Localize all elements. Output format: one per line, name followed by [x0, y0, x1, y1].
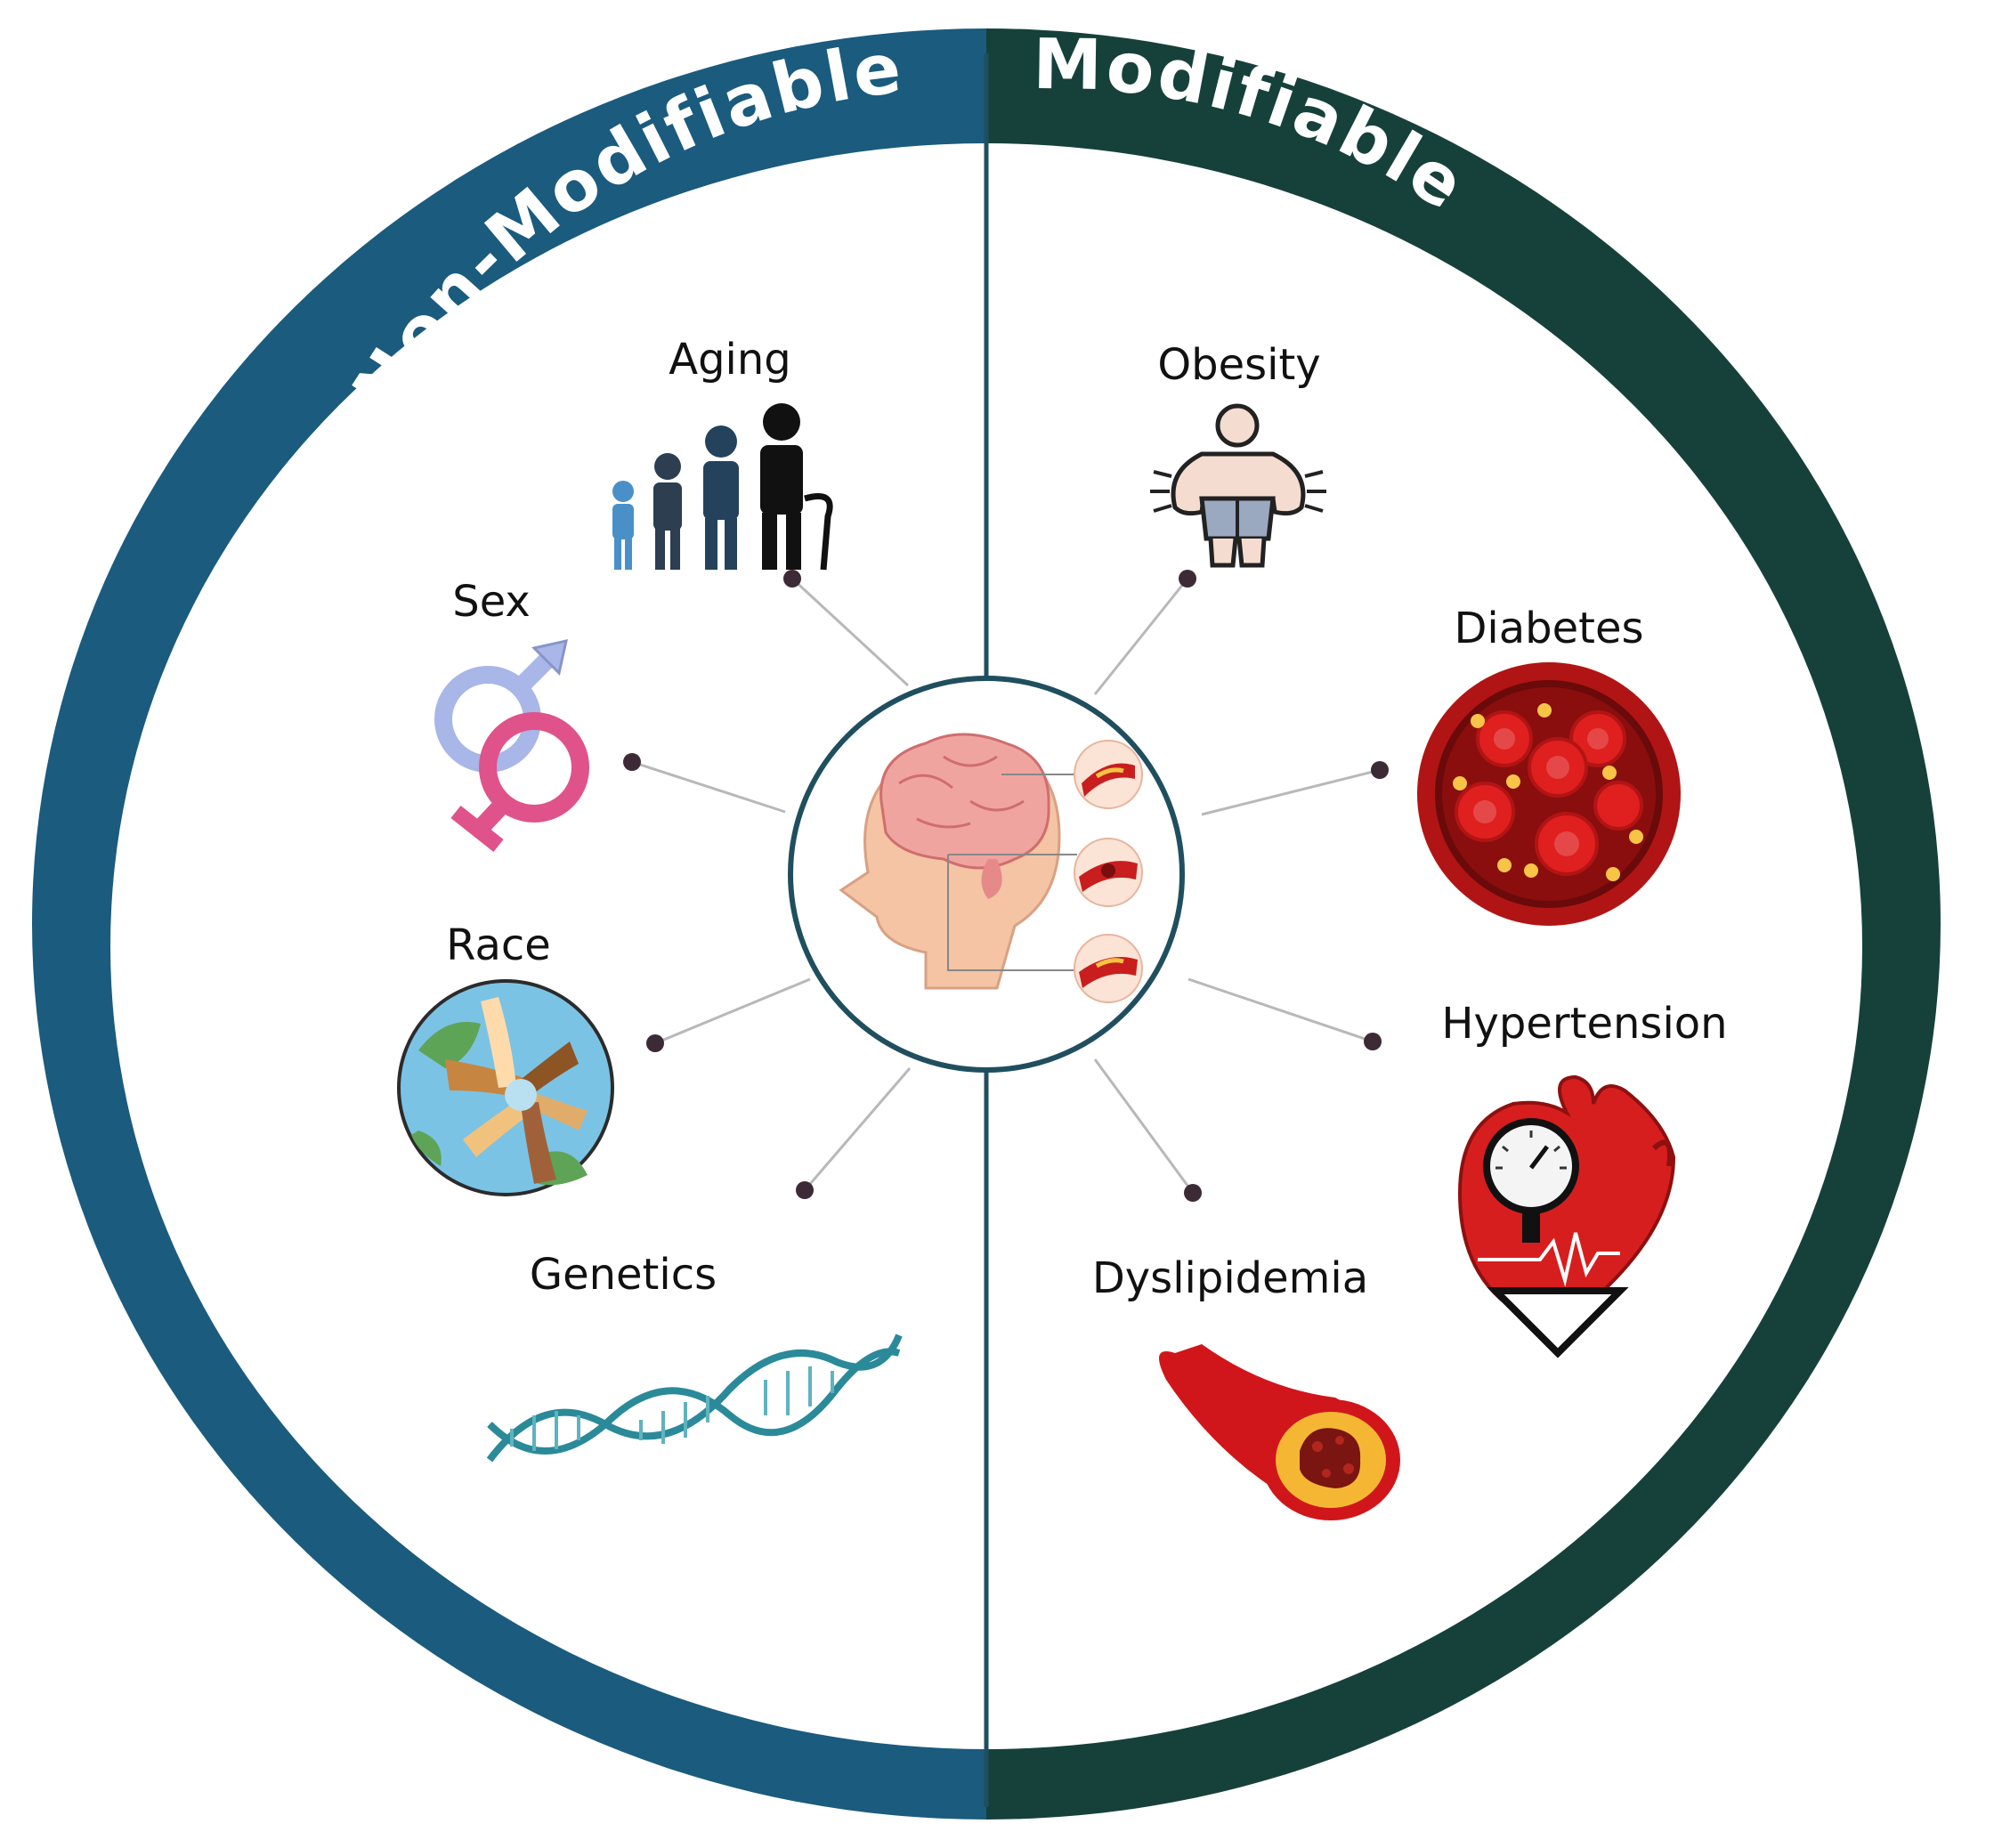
connector-aging [790, 577, 910, 687]
gender-symbols-icon [434, 639, 589, 853]
connector-diabetes [1201, 768, 1381, 816]
label-obesity: Obesity [1157, 340, 1320, 390]
label-aging: Aging [669, 335, 791, 385]
connector-dyslipidemia [1093, 1058, 1195, 1194]
connectors [631, 577, 1381, 1194]
dot-sex [623, 753, 641, 771]
aging-people-icon [612, 403, 833, 571]
dna-helix-icon [486, 1333, 903, 1463]
label-genetics: Genetics [530, 1250, 717, 1300]
label-diabetes: Diabetes [1454, 604, 1643, 653]
obese-person-icon [1150, 403, 1326, 568]
dot-dyslipidemia [1184, 1184, 1202, 1202]
dot-genetics [796, 1181, 814, 1199]
dot-aging [783, 570, 801, 588]
label-sex: Sex [452, 577, 531, 627]
globe-hands-icon [397, 979, 614, 1196]
heart-gauge-icon [1457, 1074, 1676, 1358]
connector-genetics [803, 1067, 912, 1191]
blood-vessel-cells-icon [1417, 662, 1681, 926]
label-race: Race [446, 920, 551, 970]
connector-race [654, 977, 811, 1045]
dot-obesity [1179, 570, 1196, 588]
dot-hypertension [1364, 1033, 1382, 1050]
brain-stroke-head-icon [788, 676, 1185, 1073]
clogged-artery-icon [1159, 1344, 1400, 1520]
label-hypertension: Hypertension [1441, 999, 1727, 1049]
connector-sex [631, 760, 786, 814]
label-dyslipidemia: Dyslipidemia [1092, 1253, 1368, 1303]
dot-race [646, 1034, 664, 1052]
dot-diabetes [1371, 761, 1389, 779]
connector-obesity [1093, 578, 1189, 695]
connector-hypertension [1187, 977, 1374, 1043]
connector-dots [623, 570, 1389, 1202]
